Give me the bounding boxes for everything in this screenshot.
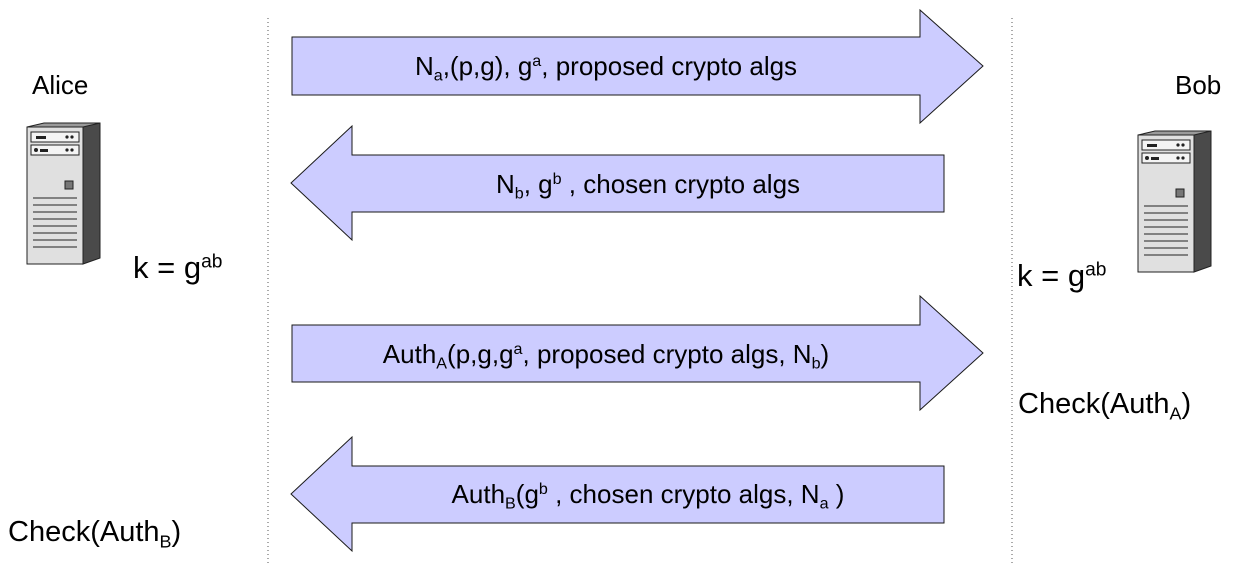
msg1-sup: a [532,52,542,71]
msg2-part3: , chosen crypto algs [561,169,801,199]
msg4-part4: ) [828,479,845,509]
alice-check-sub: B [159,531,172,552]
alice-label: Alice [32,70,89,100]
msg4-sub1: B [505,494,516,513]
msg1-part3: , proposed crypto algs [541,51,798,81]
msg3-part3: , proposed crypto algs, N [522,339,812,369]
bob-check-sub: A [1169,403,1182,424]
bob-check-pre: Check(Auth [1018,388,1170,420]
message-label-4: AuthB(gb , chosen crypto algs, Na ) [352,478,944,513]
msg2-part1: N [495,169,515,199]
msg3-part1: Auth [382,339,437,369]
bob-key-base: k = g [1017,258,1086,293]
msg4-part3: , chosen crypto algs, N [547,479,820,509]
alice-check-post: ) [171,516,182,548]
msg2-part2: , g [523,169,553,199]
message-label-3: AuthA(p,g,ga, proposed crypto algs, Nb) [292,338,920,373]
alice-key-exponent: ab [201,251,223,273]
message-arrow-2 [290,124,945,242]
msg3-part4: ) [820,339,830,369]
msg4-part2: (g [515,479,539,509]
message-arrow-3 [291,294,984,412]
server-icon-alice [26,122,101,265]
alice-check: Check(AuthB) [8,516,182,552]
bob-label: Bob [1175,70,1222,100]
message-arrow-4 [290,435,945,553]
msg3-part2: (p,g,g [447,339,514,369]
server-icon-bob [1137,130,1212,273]
msg1-sub1: a [433,66,443,85]
msg4-sup: b [538,480,548,499]
message-label-2: Nb, gb , chosen crypto algs [352,168,944,203]
msg2-sup: b [552,170,562,189]
bob-key-equation: k = gab [1017,258,1106,294]
message-arrow-1 [291,8,984,125]
bob-check: Check(AuthA) [1018,388,1192,424]
alice-key-equation: k = gab [133,250,222,286]
msg3-sub1: A [436,354,448,373]
msg3-sup: a [513,340,523,359]
msg4-sub2: a [819,494,829,513]
bob-check-post: ) [1181,388,1192,420]
message-label-1: Na,(p,g), ga, proposed crypto algs [292,50,920,85]
bob-key-exponent: ab [1085,259,1107,281]
alice-key-base: k = g [133,250,202,285]
msg2-sub1: b [514,184,524,203]
msg1-part1: N [414,51,434,81]
alice-check-pre: Check(Auth [8,516,160,548]
msg3-sub2: b [811,354,821,373]
msg4-part1: Auth [451,479,506,509]
msg1-part2: ,(p,g), g [442,51,533,81]
